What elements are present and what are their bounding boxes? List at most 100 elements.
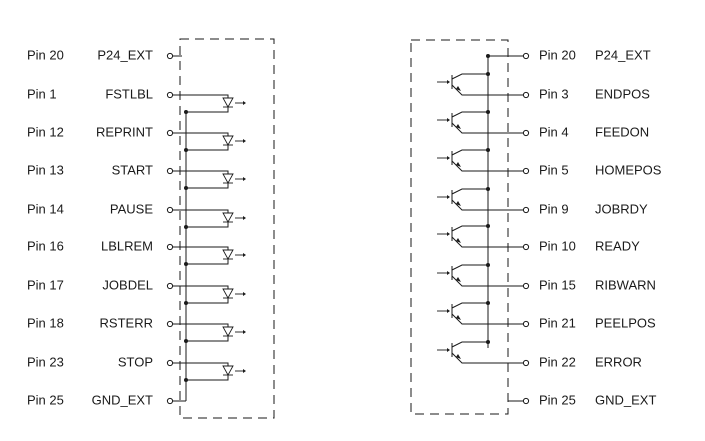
pin-number-label: Pin 1 (27, 86, 57, 101)
terminal-circle (522, 129, 530, 137)
junction-dot (486, 110, 490, 114)
light-arrow-head (243, 330, 246, 334)
led-input-wire (173, 362, 229, 366)
emitter-arrow (456, 277, 461, 282)
signal-name-label: ENDPOS (595, 86, 650, 101)
signal-name-label: FSTLBL (105, 86, 153, 101)
led-input-wire (173, 285, 229, 289)
light-arrow-head (447, 232, 450, 236)
terminal-circle (522, 52, 530, 60)
junction-dot (184, 262, 188, 266)
light-arrow-head (447, 118, 450, 122)
input-housing-outline (179, 38, 275, 419)
pin-number-label: Pin 20 (27, 47, 64, 62)
terminal-circle (166, 52, 174, 60)
terminal-circle (166, 167, 174, 175)
optocoupler-led (173, 323, 246, 343)
light-arrow-head (243, 177, 246, 181)
terminal-circle (166, 397, 174, 405)
pin-number-label: Pin 15 (539, 277, 576, 292)
light-arrow-head (243, 253, 246, 257)
terminal-circle (166, 359, 174, 367)
emitter-arrow (456, 86, 461, 91)
terminal-circle (166, 320, 174, 328)
emitter-arrow (456, 162, 461, 167)
pin-number-label: Pin 3 (539, 86, 569, 101)
led-diode-symbol (222, 288, 234, 299)
led-input-wire (173, 323, 229, 327)
collector-wire (451, 111, 488, 118)
light-arrow-head (243, 139, 246, 143)
collector-wire (451, 73, 488, 80)
led-diode-symbol (222, 326, 234, 337)
led-diode-symbol (222, 97, 234, 108)
emitter-wire (451, 160, 523, 172)
pin-number-label: Pin 25 (27, 392, 64, 407)
signal-name-label: GND_EXT (595, 392, 656, 407)
signal-name-label: JOBDEL (102, 277, 153, 292)
signal-name-label: STOP (118, 354, 153, 369)
terminal-circle (522, 167, 530, 175)
led-return-wire (186, 145, 229, 151)
optocoupler-led (173, 285, 246, 305)
phototransistor (437, 224, 523, 248)
optocoupler-led (173, 94, 246, 114)
emitter-wire (451, 199, 523, 211)
junction-dot (486, 340, 490, 344)
led-input-wire (173, 94, 229, 98)
led-diode-symbol (222, 365, 234, 376)
emitter-wire (451, 236, 523, 248)
pin-number-label: Pin 12 (27, 124, 64, 139)
light-arrow-head (447, 195, 450, 199)
signal-name-label: ERROR (595, 354, 642, 369)
emitter-wire (451, 352, 523, 364)
junction-dot (486, 224, 490, 228)
signal-name-label: READY (595, 238, 640, 253)
emitter-wire (451, 313, 523, 325)
phototransistor (437, 340, 523, 364)
phototransistor (437, 263, 523, 287)
collector-wire (451, 225, 488, 232)
light-arrow-head (243, 369, 246, 373)
emitter-wire (451, 122, 523, 134)
signal-name-label: PEELPOS (595, 315, 656, 330)
light-arrow-head (447, 309, 450, 313)
terminal-circle (166, 206, 174, 214)
optocoupler-led (173, 209, 246, 229)
phototransistor (437, 187, 523, 211)
output-housing-outline (410, 39, 509, 415)
pin-number-label: Pin 10 (539, 238, 576, 253)
terminal-circle (522, 91, 530, 99)
terminal-circle (166, 91, 174, 99)
pin-number-label: Pin 22 (539, 354, 576, 369)
led-input-wire (173, 209, 229, 213)
signal-name-label: LBLREM (101, 238, 153, 253)
light-arrow-head (447, 80, 450, 84)
junction-dot (184, 301, 188, 305)
led-diode-symbol (222, 135, 234, 146)
terminal-circle (522, 359, 530, 367)
signal-name-label: RIBWARN (595, 277, 656, 292)
pin-number-label: Pin 16 (27, 238, 64, 253)
terminal-circle (522, 320, 530, 328)
emitter-arrow (456, 315, 461, 320)
led-return-wire (186, 222, 229, 228)
signal-name-label: PAUSE (110, 201, 153, 216)
junction-dot (486, 263, 490, 267)
junction-dot (184, 186, 188, 190)
terminal-circle (166, 129, 174, 137)
phototransistor (437, 110, 523, 134)
led-return-wire (186, 375, 229, 381)
led-return-wire (186, 259, 229, 265)
pin-number-label: Pin 25 (539, 392, 576, 407)
pin-number-label: Pin 18 (27, 315, 64, 330)
collector-wire (451, 341, 488, 348)
led-diode-symbol (222, 173, 234, 184)
led-return-wire (186, 183, 229, 189)
phototransistor (437, 301, 523, 325)
signal-name-label: REPRINT (96, 124, 153, 139)
junction-dot (486, 54, 490, 58)
